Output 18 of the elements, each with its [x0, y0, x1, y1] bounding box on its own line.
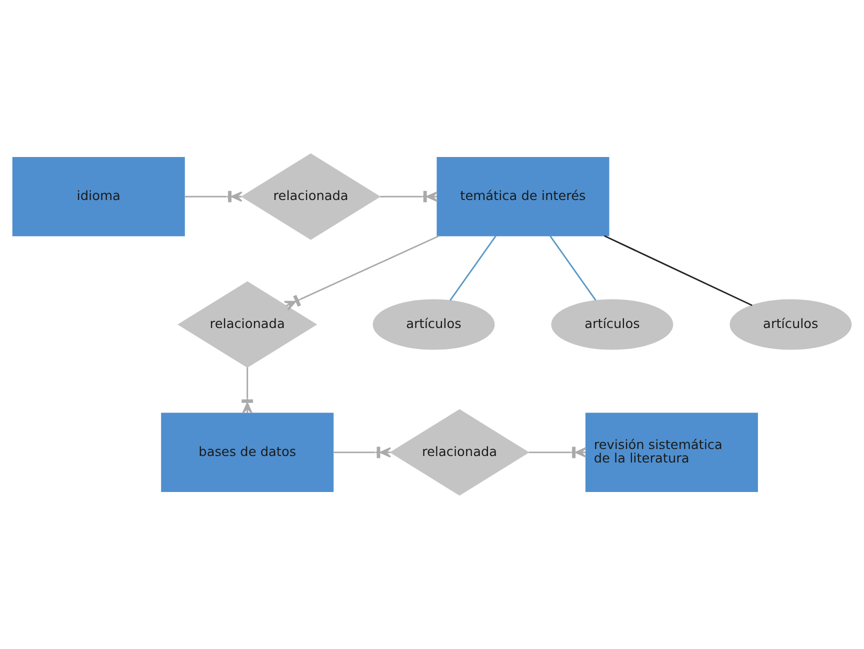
node-box: bases de datos	[161, 412, 334, 492]
node-ellipse: artículos	[730, 299, 852, 350]
node-diamond: relacionada	[240, 153, 381, 240]
connector	[284, 235, 440, 311]
node-ellipse: artículos	[551, 299, 674, 350]
connector	[380, 190, 438, 202]
connector	[450, 236, 496, 301]
connector	[604, 235, 752, 306]
node-box: temática de interés	[436, 156, 610, 236]
connector	[550, 236, 596, 301]
node-diamond: relacionada	[178, 281, 318, 368]
node-diamond: relacionada	[390, 409, 530, 496]
connector	[184, 190, 242, 202]
node-box: idioma	[12, 156, 185, 236]
connector	[242, 367, 254, 414]
node-box: revisión sistemática de la literatura	[585, 412, 758, 492]
node-ellipse: artículos	[372, 299, 495, 350]
connector	[528, 446, 586, 458]
